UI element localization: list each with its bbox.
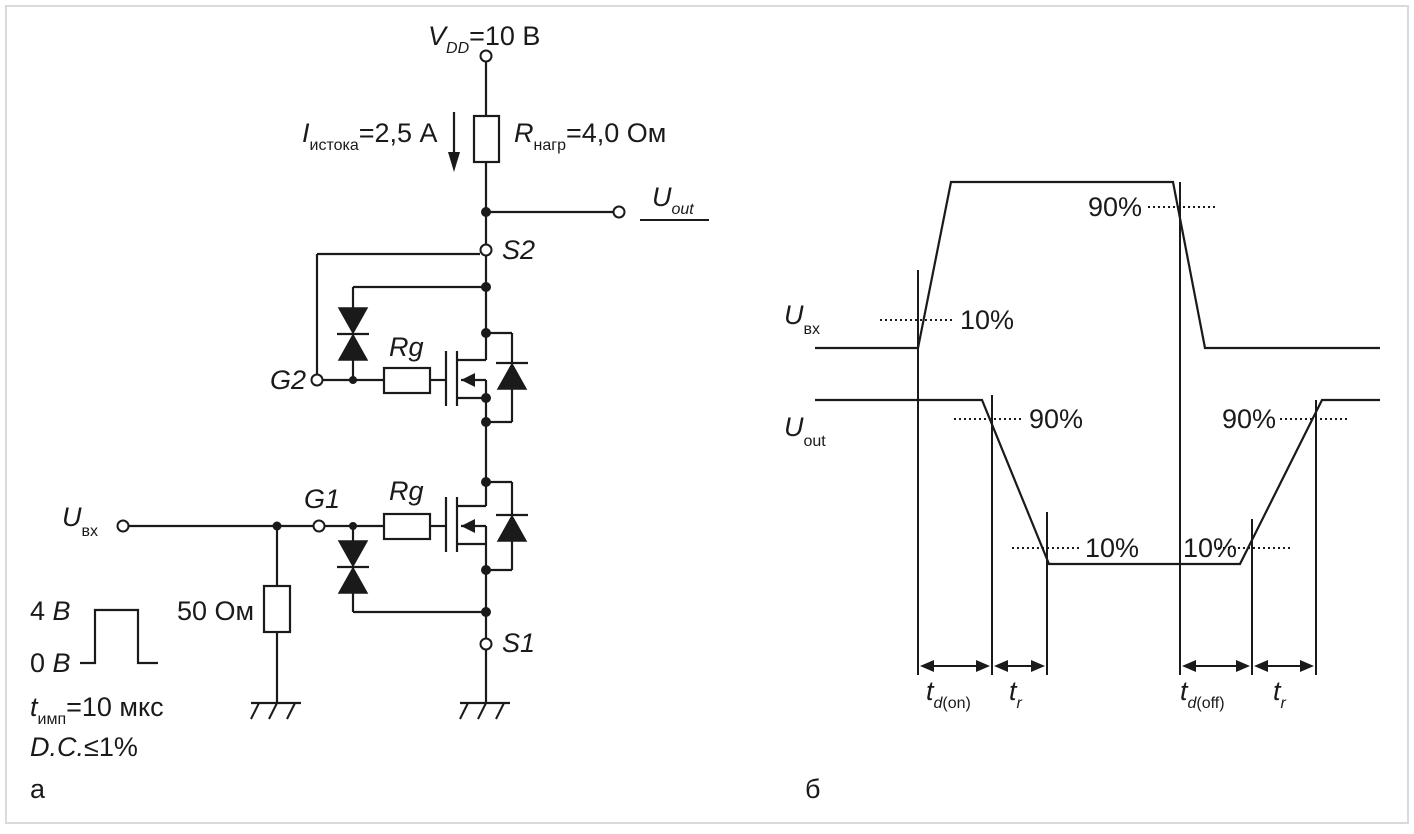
g2-label: G2 [270,365,306,395]
dc-label: D.C.≤1% [30,732,138,762]
pulse-waveform [80,608,158,665]
tr1-arrow-left-icon [994,660,1008,672]
rg-bottom-label: Rg [389,476,424,506]
ground-left-hatch1 [250,702,260,720]
uin-waveform [815,180,1380,350]
junction-bottom-zener [481,607,491,617]
g2-terminal [310,373,324,387]
interval-tdon [920,660,990,672]
tr1-label: tr [1009,676,1023,712]
current-arrow-icon [448,152,460,172]
g1-terminal [312,519,326,533]
rg-top-resistor [382,366,432,395]
interval-tdoff [1182,660,1250,672]
figure-border [5,5,1409,824]
load-resistor [472,114,501,164]
rg-top-label: Rg [389,332,424,362]
ground-left-hatch3 [286,702,296,720]
ground-right-hatch3 [495,702,505,720]
circuit-diagram: VDD=10 В Iистока=2,5 А Rнагр=4,0 Ом Uout… [30,21,709,804]
junction-g2 [349,376,357,384]
isource-label: Iистока=2,5 А [302,118,438,154]
uin-timing-label: Uвх [784,300,820,338]
s2-label: S2 [502,235,535,265]
rload-label: Rнагр=4,0 Ом [514,118,666,154]
tr2-label: tr [1273,676,1287,712]
m1-arrow-icon [461,519,475,533]
interval-tr1 [994,660,1045,672]
s2-terminal [479,243,493,257]
uout-label: Uout [652,182,694,218]
s1-label: S1 [502,628,535,658]
uout-terminal [612,205,626,219]
r50-label: 50 Ом [177,596,254,626]
zener1-upper-icon [337,540,369,568]
timing-diagram: Uвх Uout 10% 90% 90% 10% 10% 90% [784,180,1380,804]
uin-label: Uвх [62,502,98,540]
tdoff-label: td(off) [1180,676,1225,712]
label-out10-rise: 10% [1183,533,1237,563]
panel-label-a: а [30,774,46,804]
tr2-arrow-right-icon [1300,660,1314,672]
uout-timing-label: Uout [784,412,826,450]
label-out90-fall: 90% [1029,404,1083,434]
ground-left-hatch2 [268,702,278,720]
s1-terminal [479,637,493,651]
ground-right-hatch1 [459,702,469,720]
uin-terminal [116,519,130,533]
tdoff-arrow-left-icon [1182,660,1196,672]
label-in10: 10% [960,305,1014,335]
rg-bottom-resistor [382,512,432,541]
label-out90-rise: 90% [1222,404,1276,434]
tr1-arrow-right-icon [1031,660,1045,672]
vdd-label: VDD=10 В [428,21,540,57]
tr2-arrow-left-icon [1254,660,1268,672]
panel-label-b: б [805,774,820,804]
timp-label: tимп=10 мкс [30,692,164,728]
tdon-arrow-right-icon [976,660,990,672]
g1-label: G1 [304,484,340,514]
label-in90: 90% [1088,192,1142,222]
tdon-label: td(on) [926,676,971,712]
tdoff-arrow-right-icon [1236,660,1250,672]
zener2-upper-icon [337,307,369,335]
ground-right-hatch2 [477,702,487,720]
uout-waveform [815,398,1380,566]
interval-tr2 [1254,660,1314,672]
vdd-terminal [479,49,493,63]
resistor-50ohm [262,584,292,634]
tdon-arrow-left-icon [920,660,934,672]
label-out10-fall: 10% [1085,533,1139,563]
pulse-high-label: 4 В [30,596,71,626]
pulse-low-label: 0 В [30,648,71,678]
m2-arrow-icon [461,373,475,387]
